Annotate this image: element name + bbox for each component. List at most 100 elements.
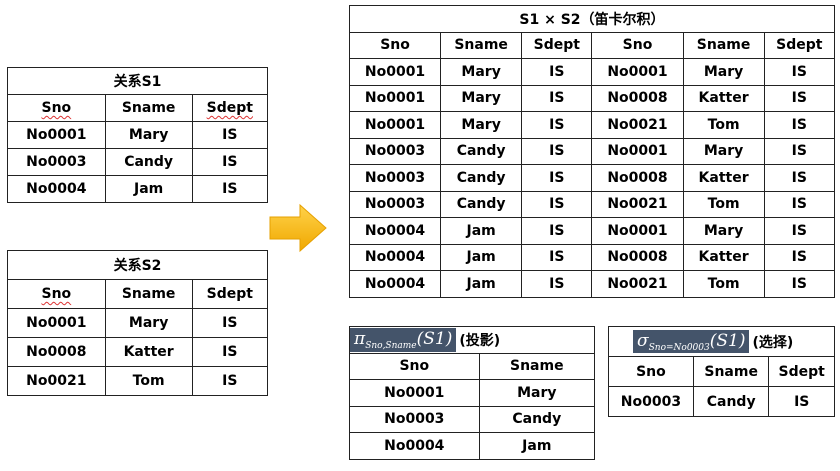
header-row: Sno Sname	[349, 352, 596, 380]
cell: No0001	[7, 308, 106, 338]
cell: IS	[191, 366, 269, 396]
cell: No0004	[348, 243, 442, 271]
cell: IS	[521, 58, 593, 86]
cell: Jam	[440, 243, 523, 271]
column-header: Sname	[682, 31, 765, 59]
cell: IS	[521, 111, 593, 139]
cell: Tom	[682, 190, 765, 218]
cell: No0003	[348, 137, 442, 165]
selection-caption: σSno=No0003(S1)(选择)	[608, 326, 835, 357]
formula-subscript: Sno,Sname	[365, 340, 417, 351]
header-row: Sno Sname Sdept	[7, 279, 269, 309]
cell: No0004	[7, 175, 106, 203]
column-header: Sno	[349, 352, 480, 380]
cell: No0021	[7, 366, 106, 396]
selection-formula: σSno=No0003(S1)	[633, 329, 750, 354]
column-header: Sdept	[768, 356, 835, 387]
cell: Candy	[692, 386, 770, 417]
cell: Mary	[104, 308, 193, 338]
cell: No0001	[591, 58, 684, 86]
cell: No0021	[591, 270, 684, 298]
cell: Mary	[478, 379, 596, 407]
relation-s1-title: 关系S1	[7, 67, 268, 95]
cell: Mary	[440, 58, 523, 86]
cell: Tom	[682, 270, 765, 298]
cell: IS	[521, 164, 593, 192]
cell: No0001	[348, 84, 442, 112]
cell: Katter	[104, 337, 193, 367]
cell: IS	[763, 58, 836, 86]
cell: No0001	[7, 121, 106, 149]
cell: Jam	[104, 175, 193, 203]
cell: IS	[191, 148, 269, 176]
cell: No0004	[348, 217, 442, 245]
cell: IS	[768, 386, 835, 417]
cell: IS	[763, 243, 836, 271]
formula-argument: (S1)	[416, 328, 453, 349]
cartesian-product-title: S1 × S2（笛卡尔积）	[349, 5, 835, 33]
projection-label: (投影)	[459, 332, 501, 349]
cell: Candy	[440, 190, 523, 218]
column-header: Sdept	[521, 31, 593, 59]
relation-s2-title: 关系S2	[7, 250, 268, 280]
cell: No0008	[7, 337, 106, 367]
cell: IS	[763, 84, 836, 112]
column-header: Sname	[478, 352, 596, 380]
cell: Jam	[440, 270, 523, 298]
cell: IS	[521, 270, 593, 298]
cell: No0001	[348, 58, 442, 86]
cell: No0001	[349, 379, 480, 407]
cell: Katter	[682, 164, 765, 192]
cartesian-product-table: S1 × S2（笛卡尔积） Sno Sname Sdept Sno Sname …	[348, 5, 836, 298]
cell: No0001	[591, 217, 684, 245]
cell: Jam	[440, 217, 523, 245]
cell: IS	[521, 137, 593, 165]
cell: IS	[763, 164, 836, 192]
cell: IS	[763, 217, 836, 245]
column-header: Sno	[591, 31, 684, 59]
cell: IS	[191, 308, 269, 338]
cell: Candy	[478, 405, 596, 433]
cell: No0001	[591, 137, 684, 165]
cell: No0021	[591, 111, 684, 139]
cell: IS	[763, 111, 836, 139]
cell: Mary	[440, 84, 523, 112]
cell: IS	[763, 137, 836, 165]
cell: IS	[191, 337, 269, 367]
cell: No0001	[348, 111, 442, 139]
cell: Mary	[440, 111, 523, 139]
projection-caption: πSno,Sname(S1)(投影)	[349, 326, 595, 354]
cell: IS	[521, 84, 593, 112]
cell: Mary	[682, 137, 765, 165]
formula-argument: (S1)	[709, 330, 746, 351]
cell: No0003	[7, 148, 106, 176]
cell: No0004	[348, 270, 442, 298]
header-row: Sno Sname Sdept Sno Sname Sdept	[348, 31, 836, 59]
column-header: Sno	[41, 286, 72, 302]
cell: IS	[521, 217, 593, 245]
cell: Mary	[682, 58, 765, 86]
cell: Candy	[104, 148, 193, 176]
header-row: Sno Sname Sdept	[7, 94, 269, 122]
cell: IS	[191, 175, 269, 203]
column-header: Sno	[41, 100, 72, 116]
cell: No0003	[608, 386, 694, 417]
right-arrow-icon	[269, 203, 327, 253]
cell: Mary	[104, 121, 193, 149]
cell: IS	[191, 121, 269, 149]
